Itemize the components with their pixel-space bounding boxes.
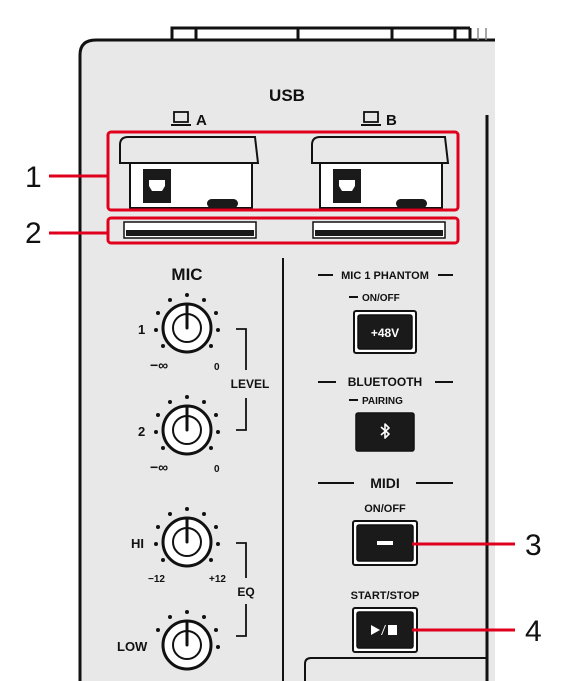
laptop-icon-b	[361, 111, 381, 126]
top-connector-detail	[477, 28, 487, 40]
usb-b-socket-icon-a	[143, 169, 171, 203]
midi-on-off-button[interactable]	[352, 520, 418, 566]
top-connector-left	[170, 26, 300, 40]
mic1-min-label: −∞	[150, 357, 168, 373]
eq-hi-min-label: −12	[148, 574, 165, 585]
usb-port-b-label: B	[386, 112, 397, 129]
eq-low-label: LOW	[117, 639, 148, 654]
panel-outline	[78, 38, 495, 681]
mic-title: MIC	[171, 265, 202, 284]
mic1-label: 1	[138, 322, 145, 337]
play-pause-icon	[371, 625, 397, 635]
eq-label: EQ	[237, 585, 254, 599]
bluetooth-pairing-button[interactable]	[355, 412, 415, 452]
usb-port-a[interactable]	[119, 136, 260, 209]
bluetooth-sub-label: PAIRING	[362, 396, 403, 407]
laptop-icon-a	[171, 111, 191, 126]
mic1-max-label: 0	[214, 362, 220, 373]
level-label: LEVEL	[231, 377, 270, 391]
panel-bottom-box	[304, 657, 487, 681]
phantom-button-label: +48V	[371, 326, 399, 340]
eq-low-knob[interactable]	[156, 610, 220, 671]
minus-icon	[377, 541, 393, 545]
eq-hi-knob[interactable]	[154, 507, 220, 568]
top-connector-right	[298, 26, 472, 40]
callout-box-1	[106, 130, 460, 212]
mic2-label: 2	[138, 424, 145, 439]
phantom-48v-button[interactable]: +48V	[353, 310, 417, 354]
callout-box-2	[106, 216, 460, 245]
eq-hi-max-label: +12	[209, 574, 226, 585]
usb-port-a-label: A	[196, 112, 207, 129]
phantom-title: MIC 1 PHANTOM	[341, 270, 429, 282]
midi-sub-label: ON/OFF	[364, 503, 406, 515]
usb-port-b[interactable]	[311, 136, 450, 209]
phantom-sub-label: ON/OFF	[362, 293, 400, 304]
bluetooth-title: BLUETOOTH	[348, 375, 422, 389]
bluetooth-icon	[380, 423, 390, 439]
usb-c-socket-icon-b	[396, 199, 427, 208]
midi-title: MIDI	[370, 475, 400, 491]
usb-title: USB	[269, 86, 305, 105]
usb-c-socket-icon-a	[207, 199, 238, 208]
callout-number-4: 4	[525, 615, 542, 648]
callout-number-3: 3	[525, 529, 542, 562]
eq-bracket	[236, 542, 247, 637]
midi-start-stop-button[interactable]	[352, 607, 418, 653]
usb-b-socket-icon-b	[333, 169, 361, 203]
eq-hi-label: HI	[131, 536, 144, 551]
mic2-level-knob[interactable]	[154, 395, 220, 456]
usb-indicator-a	[123, 221, 257, 239]
start-stop-label: START/STOP	[351, 590, 420, 602]
mic1-level-knob[interactable]	[154, 293, 220, 354]
usb-indicator-b	[312, 221, 446, 239]
level-bracket	[236, 328, 247, 431]
mic2-max-label: 0	[214, 464, 220, 475]
callout-number-2: 2	[25, 217, 42, 250]
mic2-min-label: −∞	[150, 459, 168, 475]
callout-number-1: 1	[25, 161, 42, 194]
